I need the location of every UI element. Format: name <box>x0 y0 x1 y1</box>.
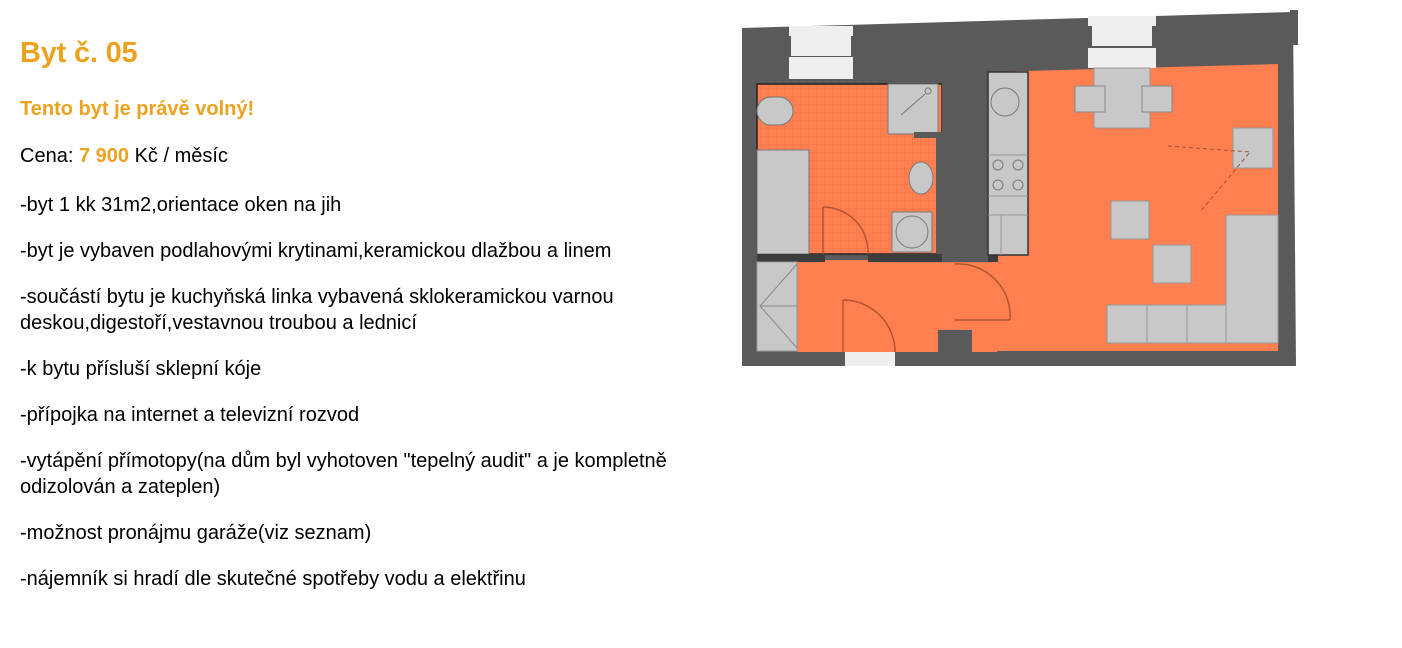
price-unit: Kč / měsíc <box>134 145 228 167</box>
feature-item: -možnost pronájmu garáže(viz seznam) <box>20 522 372 544</box>
price-amount: 7 900 <box>78 145 129 167</box>
page-title: Byt č. 05 <box>20 37 138 69</box>
availability-status: Tento byt je právě volný! <box>20 98 255 120</box>
feature-item: -vytápění přímotopy(na dům byl vyhotoven… <box>20 450 667 498</box>
price-line: Cena: 7 900 Kč / měsíc <box>20 145 228 168</box>
feature-item: -přípojka na internet a televizní rozvod <box>20 404 360 426</box>
floor-plan-image <box>656 0 1303 376</box>
price-label: Cena: <box>20 145 74 167</box>
feature-item: -součástí bytu je kuchyňská linka vybave… <box>20 286 614 334</box>
feature-list: -byt 1 kk 31m2,orientace oken na jih -by… <box>20 192 700 612</box>
feature-item: -byt 1 kk 31m2,orientace oken na jih <box>20 194 342 216</box>
feature-item: -nájemník si hradí dle skutečné spotřeby… <box>20 568 526 590</box>
feature-item: -byt je vybaven podlahovými krytinami,ke… <box>20 240 612 262</box>
feature-item: -k bytu přísluší sklepní kóje <box>20 358 262 380</box>
